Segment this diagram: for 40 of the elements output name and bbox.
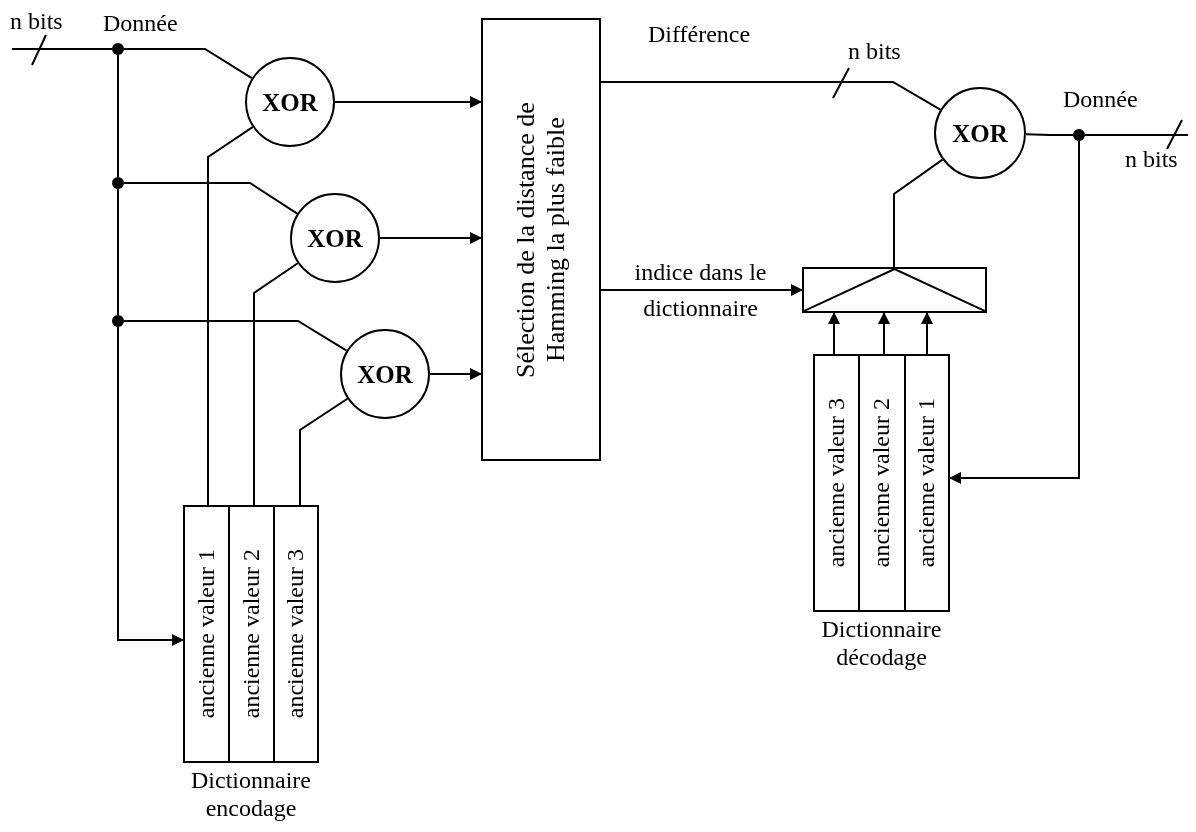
connector-line [117, 188, 119, 316]
signal-label: Donnée [1063, 86, 1138, 114]
bus-width-label: n bits [1125, 146, 1178, 174]
xor-gate: XOR [290, 193, 380, 283]
process-box: Sélection de la distance de Hamming la plus faible [481, 18, 601, 461]
xor-gate: XOR [245, 57, 335, 147]
junction-dot [112, 43, 124, 55]
arrow [600, 284, 803, 296]
arrow [379, 232, 482, 244]
junction-dot [112, 315, 124, 327]
connector-line [253, 262, 299, 506]
connector-line [1084, 134, 1189, 136]
connector-line [123, 182, 299, 215]
edge-label: indice dans le dictionnaire [633, 258, 768, 323]
connector-line [600, 81, 942, 111]
connector-line [123, 320, 348, 352]
arrow [878, 312, 890, 355]
arrow [334, 96, 482, 108]
connector-line [117, 54, 119, 178]
connector-line [123, 48, 253, 80]
signal-label: Donnée [103, 10, 178, 38]
arrow [921, 312, 933, 355]
dictionary-caption: Dictionnaire encodage [190, 767, 312, 823]
arrow [429, 368, 482, 380]
multiplexer-box [802, 267, 987, 313]
xor-gate: XOR [934, 87, 1026, 179]
arrow [117, 326, 184, 646]
connector-line [299, 397, 349, 506]
connector-line [11, 48, 113, 50]
arrow [828, 312, 840, 355]
junction-dot [1073, 129, 1085, 141]
xor-gate: XOR [340, 329, 430, 419]
bus-width-label: n bits [848, 38, 901, 66]
connector-line [1025, 133, 1074, 136]
arrow [949, 140, 1080, 484]
junction-dot [112, 177, 124, 189]
dictionary-caption: Dictionnaire décodage [820, 616, 943, 672]
bus-width-label: n bits [10, 8, 63, 36]
connector-line [893, 158, 944, 268]
connector-line [207, 126, 254, 506]
